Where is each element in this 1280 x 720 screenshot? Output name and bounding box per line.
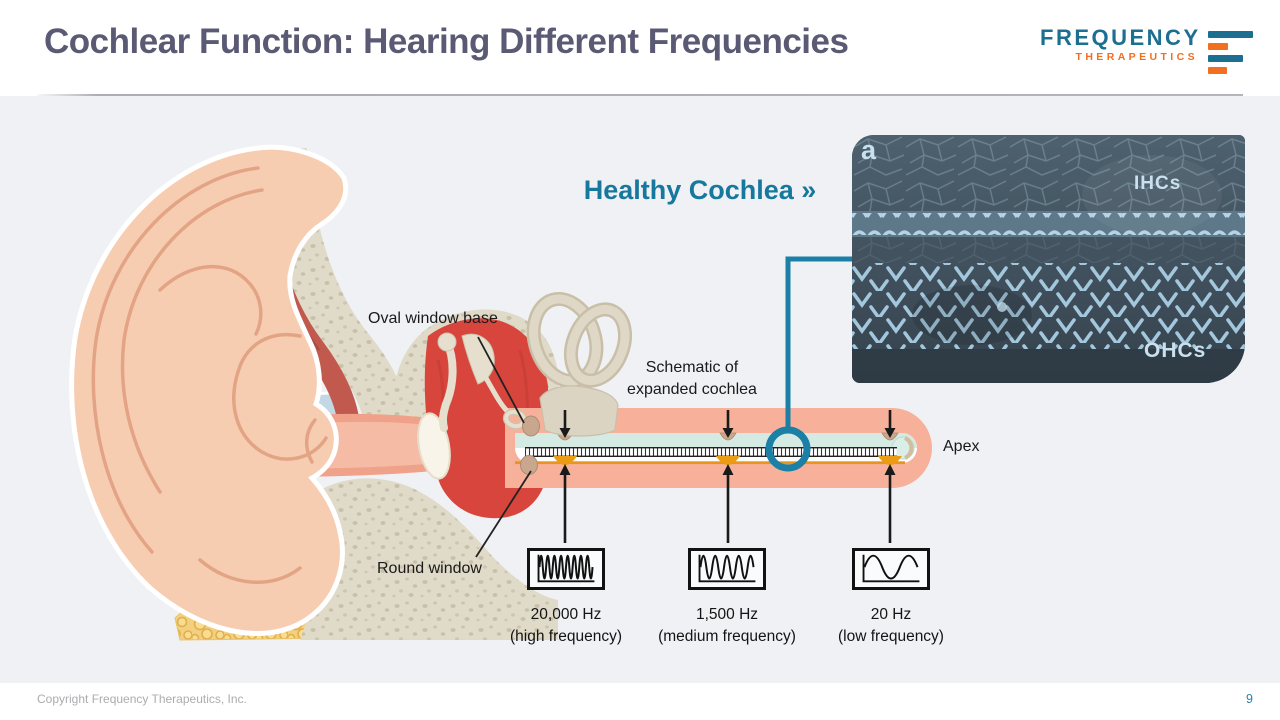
micrograph-texture [852, 135, 1245, 383]
waveform-box-medium [688, 548, 766, 590]
logo-text: FREQUENCY THERAPEUTICS [1040, 26, 1198, 64]
healthy-cochlea-link[interactable]: Healthy Cochlea » [583, 175, 817, 205]
waveform-medium-icon [698, 554, 756, 583]
frequency-arrows [559, 410, 896, 543]
up-arrows [559, 464, 896, 543]
waveform-low-icon [862, 554, 920, 583]
frequency-desc: (high frequency) [509, 628, 622, 645]
page-title: Cochlear Function: Hearing Different Fre… [44, 22, 849, 61]
logo-bars-icon [1208, 31, 1253, 74]
page-number: 9 [1246, 692, 1253, 706]
waveform-box-high [527, 548, 605, 590]
copyright-text: Copyright Frequency Therapeutics, Inc. [37, 692, 247, 706]
frequency-value: 1,500 Hz [695, 606, 759, 623]
logo-subtitle: THERAPEUTICS [1075, 51, 1198, 63]
ihc-label: IHCs [1134, 173, 1182, 194]
frequency-therapeutics-logo: FREQUENCY THERAPEUTICS [1040, 26, 1253, 74]
apex-label: Apex [943, 438, 980, 455]
down-arrows [559, 410, 896, 438]
waveform-high-icon [537, 554, 595, 583]
logo-wordmark: FREQUENCY [1040, 25, 1201, 50]
round-window-label: Round window [377, 560, 482, 577]
slide-footer: Copyright Frequency Therapeutics, Inc. 9 [0, 683, 1280, 720]
ohc-label: OHCs [1144, 339, 1207, 362]
label-pointer-lines [475, 336, 532, 558]
header-divider [37, 94, 1243, 96]
schematic-label: Schematic of expanded cochlea [627, 359, 757, 398]
hair-cell-bumps [553, 456, 902, 465]
frequency-desc: (low frequency) [838, 628, 944, 645]
frequency-label-low: 20 Hz (low frequency) [801, 604, 981, 648]
waveform-box-low [852, 548, 930, 590]
round-window [520, 455, 538, 475]
ossicles [437, 332, 540, 475]
oval-window [522, 415, 540, 437]
panel-letter: a [861, 135, 878, 165]
frequency-value: 20,000 Hz [530, 606, 602, 623]
highlight-ring [765, 426, 811, 472]
frequency-label-medium: 1,500 Hz (medium frequency) [637, 604, 817, 648]
frequency-label-high: 20,000 Hz (high frequency) [476, 604, 656, 648]
cochlea-micrograph: a IHCs OHCs [852, 135, 1245, 383]
frequency-desc: (medium frequency) [658, 628, 796, 645]
oval-window-label: Oval window base [368, 310, 498, 327]
slide-header [0, 0, 1280, 96]
pinna [69, 144, 349, 636]
semicircular-canals [526, 291, 633, 437]
micrograph-connector [765, 256, 852, 472]
frequency-value: 20 Hz [870, 606, 912, 623]
